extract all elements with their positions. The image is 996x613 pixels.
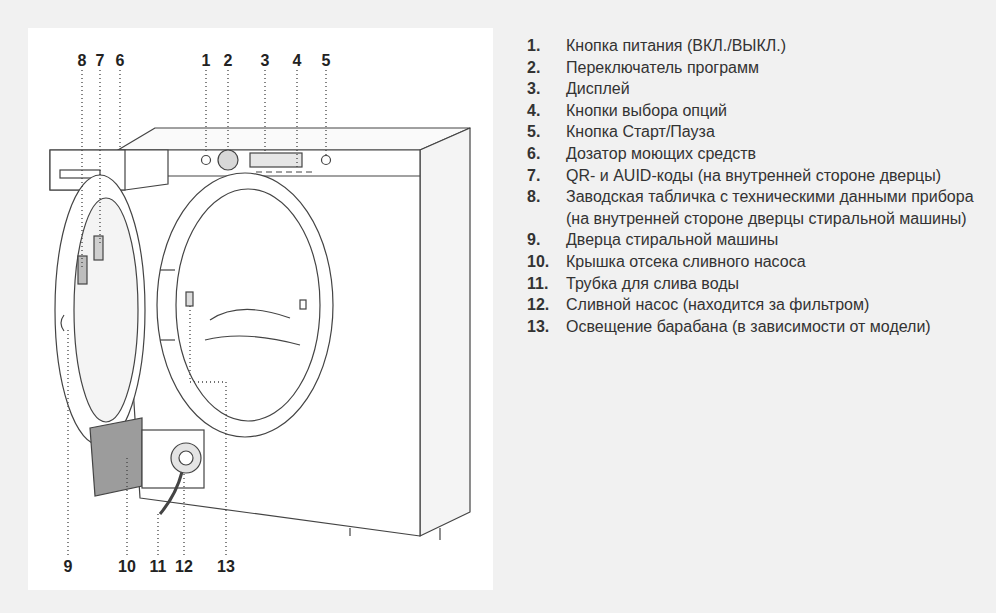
item-text: Дверца стиральной машины	[566, 229, 992, 251]
top-face	[118, 128, 470, 150]
list-item: 5.Кнопка Старт/Пауза	[527, 121, 993, 143]
pump-recess	[142, 430, 204, 488]
callout-number: 2	[216, 52, 240, 70]
front-face	[118, 150, 420, 536]
item-number: 11.	[527, 273, 566, 295]
item-number: 2.	[527, 57, 566, 79]
drum-light	[186, 292, 193, 306]
item-number: 7.	[527, 165, 566, 187]
callout-number: 1	[194, 52, 218, 70]
control-panel	[202, 150, 331, 172]
item-number: 5.	[527, 121, 566, 143]
list-item: 13.Освещение барабана (в зависимости от …	[527, 316, 993, 338]
list-item: 2.Переключатель программ	[527, 57, 993, 79]
leader-line	[205, 70, 206, 154]
pump-area	[90, 418, 204, 514]
drain-pump	[171, 443, 201, 473]
leader-line	[157, 514, 158, 555]
callout-number: 3	[253, 52, 277, 70]
list-item: 9.Дверца стиральной машины	[527, 229, 993, 251]
door-opening	[157, 173, 333, 437]
item-number: 10.	[527, 251, 566, 273]
foot	[439, 528, 440, 540]
list-item: 1.Кнопка питания (ВКЛ./ВЫКЛ.)	[527, 35, 993, 57]
opening-inner	[176, 189, 320, 421]
start-button	[322, 156, 331, 165]
item-text: Заводская табличка с техническими данным…	[566, 186, 992, 229]
option-buttons	[256, 171, 312, 172]
item-text: QR- и AUID-коды (на внутренней стороне д…	[566, 165, 992, 187]
item-number: 9.	[527, 229, 566, 251]
door-glass	[74, 198, 138, 422]
callout-number: 6	[108, 52, 132, 70]
leader-line	[67, 330, 68, 555]
leader-line	[119, 70, 120, 150]
callout-number: 11	[146, 558, 170, 576]
door-handle	[61, 315, 64, 331]
item-number: 8.	[527, 186, 566, 229]
leader-line	[227, 70, 228, 150]
item-text: Кнопка Старт/Пауза	[566, 121, 992, 143]
drum-ribs	[205, 309, 300, 345]
drain-hose	[160, 472, 182, 514]
machine-body	[118, 128, 470, 540]
item-text: Дисплей	[566, 78, 992, 100]
callout-number: 8	[70, 52, 94, 70]
callout-number: 10	[115, 558, 139, 576]
list-item: 8.Заводская табличка с техническими данн…	[527, 186, 993, 229]
list-item: 12.Сливной насос (находится за фильтром)	[527, 294, 993, 316]
leader-line	[296, 70, 297, 170]
callout-number: 12	[172, 558, 196, 576]
leader-lines	[68, 70, 326, 555]
open-door	[55, 175, 145, 445]
item-text: Переключатель программ	[566, 57, 992, 79]
leader-line	[99, 70, 100, 244]
leader-line	[190, 306, 226, 555]
list-item: 11.Трубка для слива воды	[527, 273, 993, 295]
side-face	[420, 128, 470, 536]
leader-line	[126, 458, 127, 555]
rating-plate	[78, 256, 87, 284]
item-text: Крышка отсека сливного насоса	[566, 251, 992, 273]
pump-filter	[179, 451, 193, 465]
list-item: 3.Дисплей	[527, 78, 993, 100]
foot	[349, 528, 350, 536]
item-number: 4.	[527, 100, 566, 122]
door-lock	[300, 300, 306, 309]
callout-number: 7	[88, 52, 112, 70]
opening-outer	[157, 173, 333, 437]
callout-number: 13	[214, 558, 238, 576]
display	[250, 153, 302, 167]
leader-line	[264, 70, 265, 153]
item-number: 13.	[527, 316, 566, 338]
item-text: Сливной насос (находится за фильтром)	[566, 294, 992, 316]
hinge	[160, 339, 175, 340]
item-number: 6.	[527, 143, 566, 165]
item-number: 1.	[527, 35, 566, 57]
program-knob	[218, 150, 238, 170]
item-number: 3.	[527, 78, 566, 100]
list-item: 10.Крышка отсека сливного насоса	[527, 251, 993, 273]
item-text: Кнопки выбора опций	[566, 100, 992, 122]
item-text: Дозатор моющих средств	[566, 143, 992, 165]
callout-number: 5	[314, 52, 338, 70]
leader-line	[81, 70, 82, 268]
parts-list: 1.Кнопка питания (ВКЛ./ВЫКЛ.)2.Переключа…	[527, 35, 993, 337]
list-item: 7.QR- и AUID-коды (на внутренней стороне…	[527, 165, 993, 187]
pump-cover	[90, 418, 142, 496]
hinge	[160, 269, 175, 270]
door-ring	[55, 175, 145, 445]
power-button	[202, 156, 211, 165]
item-text: Освещение барабана (в зависимости от мод…	[566, 316, 992, 338]
item-text: Трубка для слива воды	[566, 273, 992, 295]
item-number: 12.	[527, 294, 566, 316]
list-item: 6.Дозатор моющих средств	[527, 143, 993, 165]
leader-line	[325, 70, 326, 155]
list-item: 4.Кнопки выбора опций	[527, 100, 993, 122]
item-text: Кнопка питания (ВКЛ./ВЫКЛ.)	[566, 35, 992, 57]
callout-number: 9	[56, 558, 80, 576]
leader-line	[183, 472, 184, 555]
qr-code-plate	[94, 236, 103, 260]
callout-number: 4	[285, 52, 309, 70]
